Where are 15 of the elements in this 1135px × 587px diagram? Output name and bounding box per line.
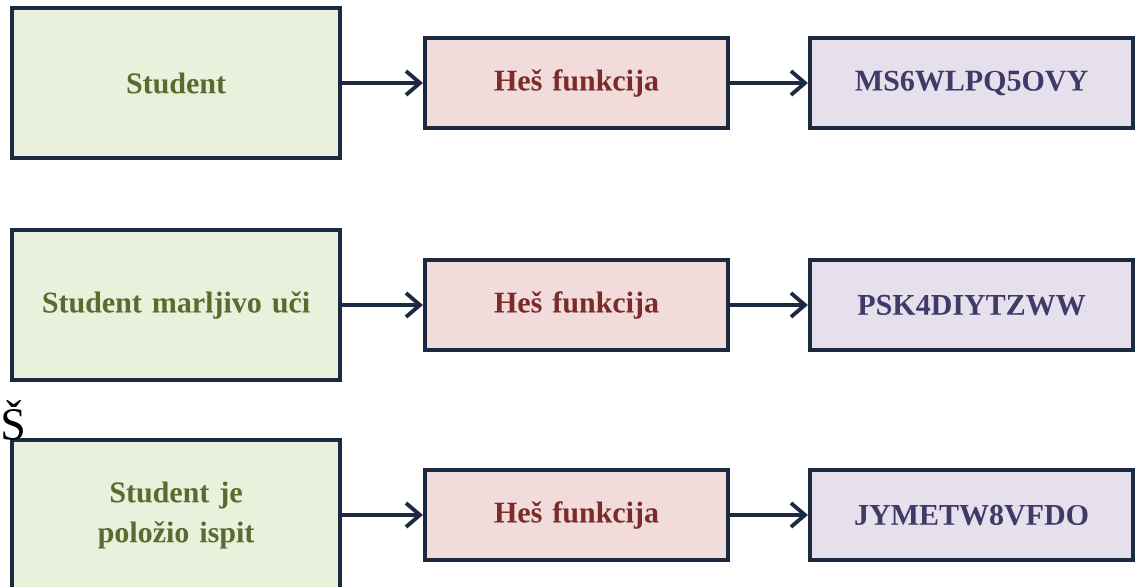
- hash-value-box: JYMETW8VFDO: [808, 468, 1135, 562]
- hash-value-box: PSK4DIYTZWW: [808, 258, 1135, 352]
- hash-value-box: MS6WLPQ5OVY: [808, 36, 1135, 130]
- arrow: [730, 291, 808, 319]
- stray-character: Š: [3, 400, 23, 440]
- input-box: Student: [10, 6, 342, 160]
- input-box: Student marljivo uči: [10, 228, 342, 382]
- arrow: [342, 69, 423, 97]
- arrow: [730, 501, 808, 529]
- hash-function-box: Heš funkcija: [423, 258, 730, 352]
- arrow: [730, 69, 808, 97]
- hash-function-box: Heš funkcija: [423, 36, 730, 130]
- arrow: [342, 291, 423, 319]
- hash-function-box: Heš funkcija: [423, 468, 730, 562]
- arrow: [342, 501, 423, 529]
